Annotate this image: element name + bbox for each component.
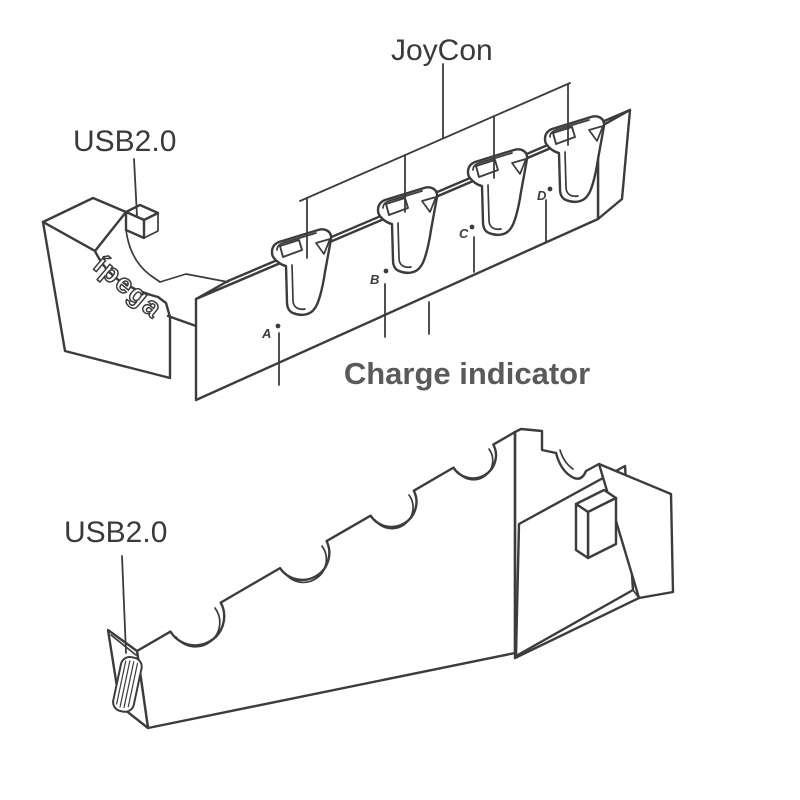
joycon-callout: JoyCon — [299, 34, 571, 259]
dock-left-tower — [41, 196, 229, 380]
usb-top-label: USB2.0 — [73, 125, 176, 158]
indicator-letter-b: B — [370, 272, 379, 287]
tower-tongue-step — [513, 427, 558, 455]
usb-port-icon — [112, 655, 143, 713]
dock-rear-tower — [513, 427, 675, 660]
indicator-dot-c — [469, 224, 475, 230]
indicator-dot-d — [547, 186, 553, 192]
tower-saddle-curve — [554, 451, 601, 480]
charge-indicator-callout: A B C D Charge indicator — [261, 186, 590, 391]
dock-back-face — [135, 430, 517, 730]
usb-bottom-leader-line — [121, 555, 127, 654]
charge-indicator-label: Charge indicator — [344, 356, 590, 391]
joycon-label: JoyCon — [391, 34, 493, 67]
indicator-letter-d: D — [537, 188, 547, 203]
usb-bottom-label: USB2.0 — [64, 516, 167, 549]
indicator-letter-c: C — [459, 226, 469, 241]
tower-end-cap — [597, 462, 675, 600]
usb-top-leader-line — [133, 158, 138, 217]
joycon-leader-diagonal — [299, 82, 571, 202]
indicator-dot-a — [275, 323, 281, 329]
dock-front-view: ípega JoyCon USB2.0 A B C D — [41, 34, 632, 402]
indicator-dot-b — [383, 268, 389, 274]
dock-rear-end-face — [106, 628, 150, 730]
indicator-letter-a: A — [261, 326, 271, 341]
usb-plug-icon — [574, 488, 618, 560]
usb-bottom-callout: USB2.0 — [64, 516, 167, 654]
usb-top-callout: USB2.0 — [73, 125, 176, 217]
dock-rear-view: USB2.0 — [64, 427, 675, 730]
